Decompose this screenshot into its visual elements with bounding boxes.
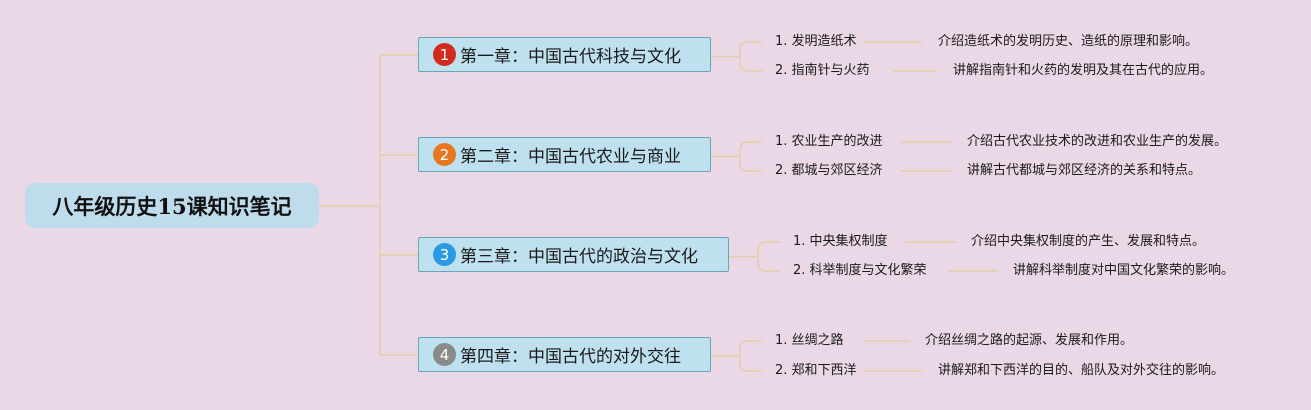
chapter-node-1[interactable]: 1 第一章：中国古代科技与文化 bbox=[418, 37, 711, 72]
number-badge-icon: 2 bbox=[433, 143, 456, 166]
chapter-title: 第四章：中国古代的对外交往 bbox=[460, 347, 681, 367]
topic-description: 介绍古代农业技术的改进和农业生产的发展。 bbox=[967, 134, 1228, 149]
topic-connector bbox=[739, 56, 762, 72]
topic-connector bbox=[739, 340, 762, 356]
chapter-title: 第二章：中国古代农业与商业 bbox=[460, 147, 681, 167]
topic-label[interactable]: 1. 中央集权制度 bbox=[793, 234, 888, 249]
number-badge-icon: 4 bbox=[433, 343, 456, 366]
chapter-node-2[interactable]: 2 第二章：中国古代农业与商业 bbox=[418, 137, 711, 172]
chapter-title: 第三章：中国古代的政治与文化 bbox=[460, 247, 698, 267]
number-badge-icon: 3 bbox=[433, 243, 456, 266]
topic-label[interactable]: 1. 丝绸之路 bbox=[775, 333, 844, 348]
topic-description: 讲解古代都城与郊区经济的关系和特点。 bbox=[967, 163, 1202, 178]
topic-description: 介绍丝绸之路的起源、发展和作用。 bbox=[925, 333, 1134, 348]
root-node[interactable]: 八年级历史15课知识笔记 bbox=[25, 183, 319, 228]
topic-description: 介绍造纸术的发明历史、造纸的原理和影响。 bbox=[938, 34, 1199, 49]
topic-connector bbox=[739, 141, 762, 157]
topic-connector bbox=[739, 356, 762, 372]
topic-label[interactable]: 1. 发明造纸术 bbox=[775, 34, 857, 49]
topic-label[interactable]: 2. 都城与郊区经济 bbox=[775, 163, 883, 178]
topic-description: 介绍中央集权制度的产生、发展和特点。 bbox=[971, 234, 1206, 249]
root-title: 八年级历史15课知识笔记 bbox=[52, 193, 292, 219]
topic-label[interactable]: 2. 科举制度与文化繁荣 bbox=[793, 263, 927, 278]
topic-connector bbox=[739, 41, 762, 57]
topic-connector bbox=[739, 156, 762, 172]
number-badge-icon: 1 bbox=[433, 43, 456, 66]
topic-label[interactable]: 2. 指南针与火药 bbox=[775, 63, 870, 78]
topic-connector bbox=[757, 241, 780, 257]
topic-label[interactable]: 2. 郑和下西洋 bbox=[775, 363, 857, 378]
chapter-node-3[interactable]: 3 第三章：中国古代的政治与文化 bbox=[418, 237, 729, 272]
chapter-node-4[interactable]: 4 第四章：中国古代的对外交往 bbox=[418, 337, 711, 372]
topic-description: 讲解郑和下西洋的目的、船队及对外交往的影响。 bbox=[938, 363, 1225, 378]
topic-description: 讲解科举制度对中国文化繁荣的影响。 bbox=[1013, 263, 1235, 278]
topic-description: 讲解指南针和火药的发明及其在古代的应用。 bbox=[953, 63, 1214, 78]
chapter-title: 第一章：中国古代科技与文化 bbox=[460, 47, 681, 67]
topic-label[interactable]: 1. 农业生产的改进 bbox=[775, 134, 883, 149]
topic-connector bbox=[757, 256, 780, 272]
